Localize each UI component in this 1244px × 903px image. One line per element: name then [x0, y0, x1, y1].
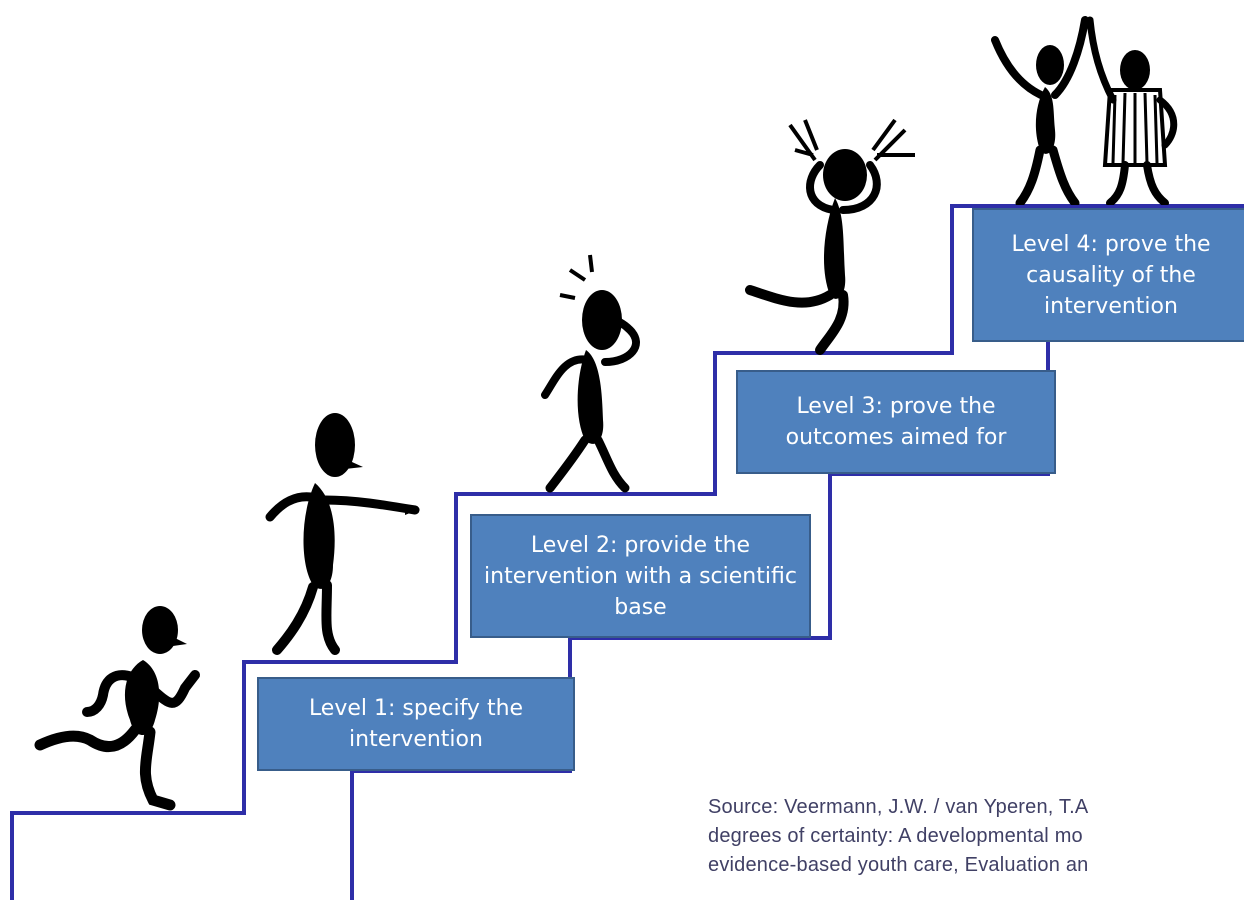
level-4-box: Level 4: prove the causality of the inte… — [972, 208, 1244, 342]
level-3-label: Level 3: prove the outcomes aimed for — [785, 394, 1007, 450]
level-3-box: Level 3: prove the outcomes aimed for — [736, 370, 1056, 474]
level-2-label: Level 2: provide the intervention with a… — [484, 532, 797, 620]
frustrated-figure-icon — [745, 118, 915, 355]
level-1-box: Level 1: specify the intervention — [257, 677, 575, 771]
level-1-label: Level 1: specify the intervention — [308, 696, 524, 752]
pointing-figure-icon — [265, 413, 420, 655]
celebrating-figures-icon — [991, 16, 1178, 205]
source-line-3: evidence-based youth care, Evaluation an — [708, 854, 1089, 876]
running-figure-icon — [34, 606, 200, 811]
level-4-label: Level 4: prove the causality of the inte… — [1011, 231, 1211, 319]
puzzled-figure-icon — [541, 254, 640, 493]
source-citation: Source: Veermann, J.W. / van Yperen, T.A… — [708, 793, 1244, 880]
level-2-box: Level 2: provide the intervention with a… — [470, 514, 811, 638]
stair-outer-line — [10, 204, 1244, 900]
source-line-1: Source: Veermann, J.W. / van Yperen, T.A — [708, 796, 1089, 818]
stair-inner-line — [350, 342, 1050, 900]
source-line-2: degrees of certainty: A developmental mo — [708, 825, 1083, 847]
